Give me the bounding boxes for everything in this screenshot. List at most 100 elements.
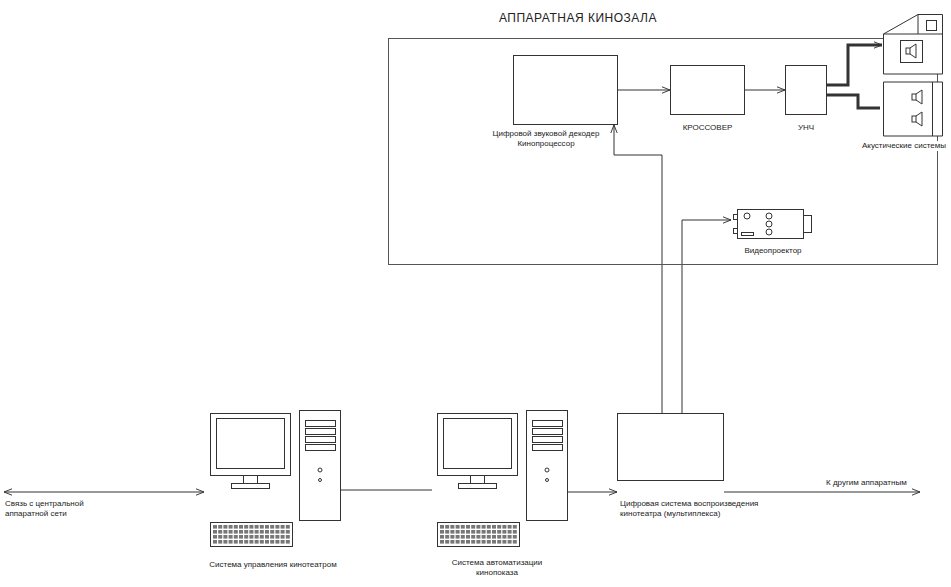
device-box	[617, 413, 724, 481]
speaker-symbol	[912, 94, 916, 100]
key	[239, 540, 243, 544]
room-title: АППАРАТНАЯ КИНОЗАЛА	[499, 11, 689, 26]
key	[281, 525, 285, 529]
key	[497, 540, 501, 544]
key	[513, 530, 517, 534]
key	[513, 535, 517, 539]
key	[265, 525, 269, 529]
key	[476, 540, 480, 544]
key	[244, 540, 248, 544]
key	[286, 525, 290, 529]
speaker-cabinet	[884, 15, 943, 75]
projector-lens	[804, 216, 812, 233]
key	[281, 530, 285, 534]
key	[471, 530, 475, 534]
key	[270, 525, 274, 529]
key	[450, 535, 454, 539]
key	[471, 535, 475, 539]
speaker-cone	[916, 112, 922, 126]
connector	[568, 492, 617, 493]
key	[508, 530, 512, 534]
key	[244, 535, 248, 539]
projector-body	[738, 210, 804, 239]
power-led	[546, 479, 549, 482]
crossover-box: КРОССОВЕР	[670, 65, 745, 115]
speaker-cabinet	[884, 82, 943, 136]
key	[445, 540, 449, 544]
key	[286, 535, 290, 539]
connector	[618, 90, 670, 91]
drive-bay	[533, 429, 563, 435]
key	[461, 525, 465, 529]
key	[497, 525, 501, 529]
outgoing-link-arrow	[724, 492, 920, 493]
system-unit	[300, 411, 341, 521]
device-label: Видеопроектор	[726, 246, 820, 256]
key	[239, 535, 243, 539]
key	[229, 540, 233, 544]
key	[450, 530, 454, 534]
key	[249, 530, 253, 534]
key	[502, 540, 506, 544]
key	[239, 530, 243, 534]
key	[502, 530, 506, 534]
key	[229, 525, 233, 529]
drive-bay	[306, 445, 336, 451]
connector	[745, 90, 785, 91]
monitor-screen	[444, 419, 512, 469]
monitor-stand	[471, 476, 485, 484]
key	[456, 535, 460, 539]
power-led	[319, 479, 322, 482]
key	[265, 540, 269, 544]
key	[466, 535, 470, 539]
key	[281, 540, 285, 544]
monitor-base	[459, 484, 497, 489]
key	[249, 535, 253, 539]
key	[482, 535, 486, 539]
key	[255, 535, 259, 539]
key	[497, 530, 501, 534]
power-button	[318, 468, 322, 472]
monitor-base	[232, 484, 270, 489]
key	[213, 535, 217, 539]
cabinet-edge	[884, 34, 943, 35]
key	[508, 540, 512, 544]
projector-foot	[734, 229, 738, 234]
device-label: Акустические системы	[782, 141, 946, 151]
key	[265, 535, 269, 539]
projector-icon: Видеопроектор	[731, 206, 815, 242]
speaker-cone	[910, 44, 916, 58]
key	[255, 530, 259, 534]
key	[234, 540, 238, 544]
key	[218, 530, 222, 534]
key	[513, 540, 517, 544]
key	[508, 525, 512, 529]
device-label: Цифровой звуковой декодер Кинопроцессор	[486, 129, 606, 149]
key	[275, 535, 279, 539]
key	[260, 540, 264, 544]
device-label: Система автоматизации кинопоказа	[442, 558, 552, 578]
key	[482, 540, 486, 544]
playback-box: Цифровая система воспроизведения кинотеа…	[617, 413, 724, 481]
key	[456, 525, 460, 529]
power-button	[545, 468, 549, 472]
key	[492, 540, 496, 544]
device-label: УНЧ	[776, 123, 836, 133]
key	[487, 535, 491, 539]
key	[275, 530, 279, 534]
key	[461, 540, 465, 544]
cabinet-edge	[932, 82, 933, 136]
key	[471, 540, 475, 544]
connector	[614, 125, 662, 413]
connector	[341, 490, 432, 491]
key	[445, 530, 449, 534]
key	[450, 525, 454, 529]
key	[466, 525, 470, 529]
key	[213, 540, 217, 544]
key	[234, 525, 238, 529]
room-frame: АППАРАТНАЯ КИНОЗАЛАЦифровой звуковой дек…	[388, 38, 938, 265]
key	[476, 525, 480, 529]
speaker-group: Акустические системы	[882, 12, 946, 137]
projector-plate	[742, 233, 754, 236]
